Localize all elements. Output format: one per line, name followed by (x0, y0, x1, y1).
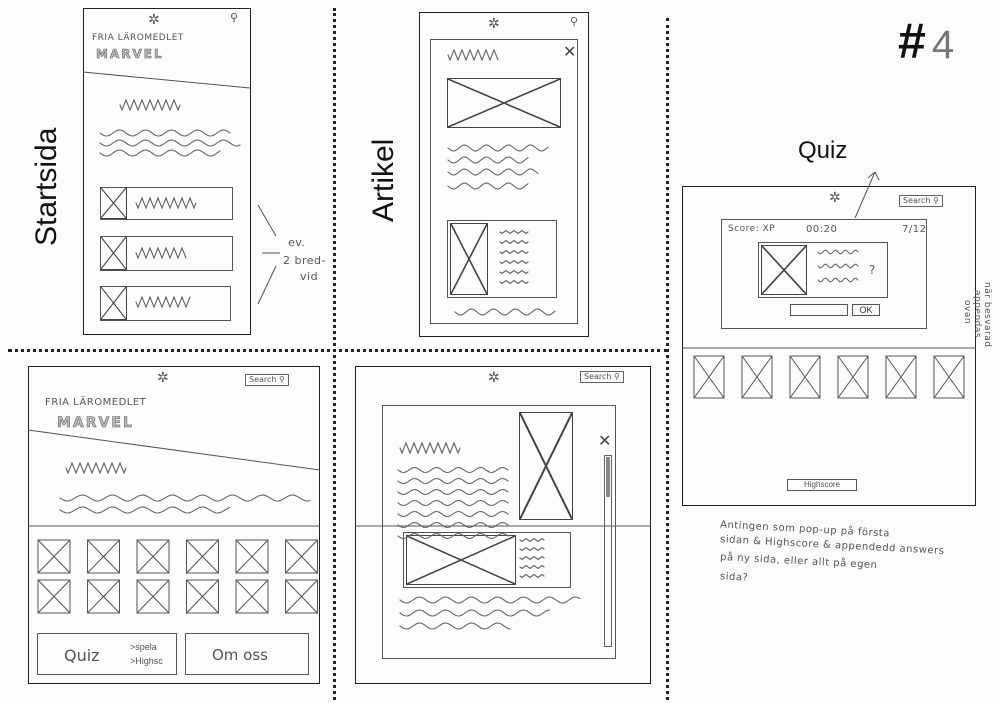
quiz-nav-sub-play[interactable]: >spela (130, 642, 157, 652)
quiz-timer: 00:20 (806, 224, 838, 235)
highscore-label: Highscore (803, 480, 840, 489)
search-input[interactable]: Search ⚲ (245, 374, 289, 386)
label-startsida: Startsida (30, 127, 63, 246)
label-artikel: Artikel (367, 138, 400, 222)
startsida-mobile-frame: ✲ ⚲ FRIA LÄROMEDLET MARVEL (83, 8, 251, 335)
startsida-mobile-brand: MARVEL (96, 47, 164, 62)
search-input[interactable]: Search ⚲ (899, 195, 943, 207)
quiz-ok-button[interactable]: OK (852, 304, 880, 316)
sheet-number-digit: 4 (931, 23, 955, 67)
card-item[interactable] (100, 187, 233, 220)
sheet-number-hash: # (898, 13, 926, 69)
quiz-side-note-1: när besvarad (982, 282, 992, 348)
highscore-button[interactable]: Highscore (787, 479, 857, 491)
artikel-desktop-frame: ✲ Search ⚲ ✕ (355, 366, 651, 684)
search-placeholder: Search (584, 372, 612, 381)
quiz-side-note-3: ovan (962, 300, 972, 325)
startsida-annotation-line-3: vid (300, 270, 319, 283)
about-nav-button[interactable]: Om oss (185, 633, 309, 675)
quiz-note-line-4: sida? (719, 571, 749, 584)
sheet-number: #4 (898, 12, 954, 70)
logo-icon: ✲ (148, 11, 160, 27)
quiz-question-mark: ? (869, 263, 876, 277)
quiz-question-image (761, 245, 807, 295)
quiz-side-note-2: appendas (972, 290, 982, 339)
search-placeholder: Search (903, 196, 931, 205)
label-quiz: Quiz (798, 137, 848, 164)
quiz-popup: Score: XP 00:20 7/12 ? OK (721, 219, 927, 329)
logo-icon: ✲ (488, 15, 500, 31)
quiz-question-box: ? (758, 242, 888, 298)
quiz-progress: 7/12 (902, 224, 927, 235)
startsida-mobile-subtitle: FRIA LÄROMEDLET (92, 33, 184, 43)
card-item[interactable] (100, 236, 233, 271)
fact-box-image (406, 535, 516, 585)
startsida-desktop-frame: ✲ Search ⚲ FRIA LÄROMEDLET MARVEL Quiz >… (28, 366, 320, 684)
search-placeholder: Search (249, 375, 277, 384)
logo-icon: ✲ (157, 369, 169, 385)
artikel-mobile-frame: ✲ ⚲ ✕ (419, 12, 589, 337)
quiz-note-line-3: på ny sida, eller allt på egen (719, 551, 878, 572)
article-panel: ✕ (430, 39, 578, 324)
startsida-annotation-line-1: ev. (288, 236, 306, 249)
article-fact-box (403, 532, 571, 588)
annotation-arrow (874, 171, 880, 181)
scrollbar-thumb[interactable] (606, 457, 610, 497)
quiz-nav-sub-highscore[interactable]: >Highsc (130, 656, 163, 666)
annotation-bracket (257, 204, 277, 237)
article-fact-box (447, 220, 557, 298)
fact-box-image (450, 223, 488, 295)
logo-icon: ✲ (829, 189, 841, 205)
article-hero-image (447, 78, 561, 128)
card-item[interactable] (100, 286, 231, 321)
article-side-image (519, 412, 573, 520)
quiz-answer-input[interactable] (790, 304, 848, 316)
article-modal (382, 405, 616, 659)
quiz-score-label: Score: XP (728, 224, 776, 234)
close-icon[interactable]: ✕ (563, 44, 577, 61)
quiz-desktop-frame: ✲ Search ⚲ Score: XP 00:20 7/12 ? OK Hig… (682, 186, 976, 506)
divider-horizontal (8, 349, 668, 352)
search-input[interactable]: Search ⚲ (580, 371, 624, 383)
quiz-ok-label: OK (859, 305, 873, 315)
annotation-arrow (867, 171, 876, 179)
divider-vertical-1 (333, 8, 336, 700)
logo-icon: ✲ (488, 369, 500, 385)
quiz-nav-button[interactable]: Quiz >spela >Highsc (37, 633, 177, 675)
divider-vertical-2 (666, 18, 669, 700)
search-icon[interactable]: ⚲ (230, 12, 239, 24)
annotation-bracket (257, 265, 277, 305)
scrollbar-track[interactable] (604, 455, 612, 647)
startsida-desktop-subtitle: FRIA LÄROMEDLET (45, 397, 147, 408)
search-icon[interactable]: ⚲ (570, 16, 579, 28)
about-nav-label: Om oss (212, 646, 268, 664)
quiz-nav-label: Quiz (64, 646, 100, 665)
startsida-desktop-brand: MARVEL (57, 415, 134, 432)
startsida-annotation-line-2: 2 bred- (283, 254, 326, 267)
close-icon[interactable]: ✕ (598, 433, 612, 450)
